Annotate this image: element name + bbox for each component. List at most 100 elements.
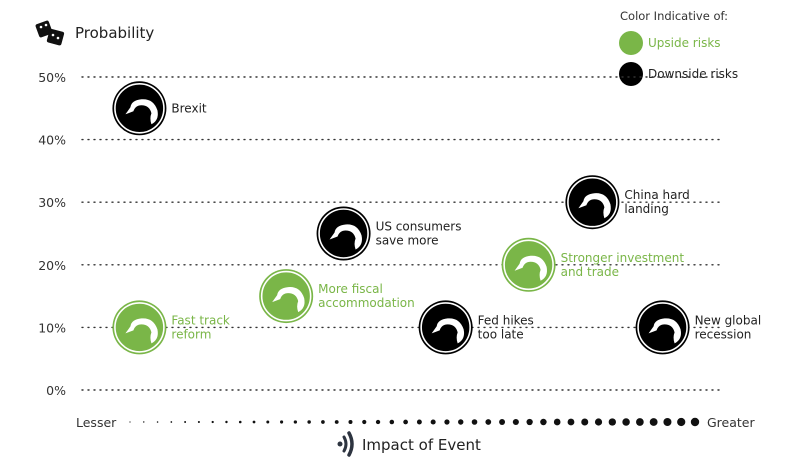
point-marker-ring xyxy=(567,176,618,228)
impact-dot xyxy=(581,418,589,426)
x-axis-left-label: Lesser xyxy=(76,415,117,430)
point-marker xyxy=(565,175,620,230)
impact-dot xyxy=(608,418,616,426)
impact-dot xyxy=(334,420,339,424)
impact-dot xyxy=(156,421,159,423)
impact-dot xyxy=(225,420,228,424)
black-swan-icon xyxy=(648,318,681,344)
black-swan-icon xyxy=(272,287,305,313)
point-marker xyxy=(112,300,167,355)
point-label: save more xyxy=(376,234,439,248)
point-label: accommodation xyxy=(318,296,415,310)
impact-dot xyxy=(252,420,256,424)
y-tick-label: 50% xyxy=(38,70,66,85)
impact-dot xyxy=(553,418,561,426)
impact-dot xyxy=(540,418,547,426)
black-swan-icon xyxy=(125,318,158,344)
legend-swatch xyxy=(619,31,643,55)
legend-label: Downside risks xyxy=(648,67,738,81)
point-marker-ring xyxy=(114,302,165,353)
impact-dot xyxy=(307,420,311,424)
point-marker xyxy=(635,300,690,355)
impact-dot xyxy=(526,418,533,426)
x-axis-right-label: Greater xyxy=(707,415,755,430)
impact-dot xyxy=(170,421,173,423)
point-label: US consumers xyxy=(376,220,462,234)
impact-dot xyxy=(594,418,603,426)
dice-icon xyxy=(35,20,65,46)
impact-dot xyxy=(184,421,187,423)
impact-dot xyxy=(280,420,284,424)
point-label: Stronger investment xyxy=(561,251,685,265)
legend-swatch xyxy=(619,62,643,86)
legend-label: Upside risks xyxy=(648,36,721,50)
point-marker-ring xyxy=(420,302,471,353)
impact-dot xyxy=(677,417,686,427)
impact-dot xyxy=(636,418,644,426)
impact-dot xyxy=(293,420,298,424)
point-label: China hard xyxy=(624,188,689,202)
impact-dot xyxy=(430,419,436,425)
black-swan-icon xyxy=(431,318,465,344)
legend-title: Color Indicative of: xyxy=(620,9,728,23)
point-label: and trade xyxy=(561,265,619,279)
impact-dot xyxy=(458,419,464,425)
point-label: Brexit xyxy=(171,101,207,115)
impact-dot xyxy=(649,418,658,426)
impact-dot xyxy=(416,419,422,425)
y-tick-label: 40% xyxy=(38,133,66,148)
impact-dot xyxy=(499,419,506,425)
y-tick-label: 0% xyxy=(46,383,66,398)
impact-dot xyxy=(663,417,672,427)
black-swan-icon xyxy=(329,224,362,250)
impact-dot xyxy=(375,419,381,425)
impact-dot xyxy=(321,420,325,424)
impact-dot xyxy=(622,418,630,426)
point-label: landing xyxy=(624,202,668,216)
x-axis-title: Impact of Event xyxy=(362,436,481,454)
y-tick-label: 30% xyxy=(38,195,66,210)
impact-dot xyxy=(143,421,145,423)
black-swan-icon xyxy=(125,99,158,125)
point-marker xyxy=(501,237,556,292)
point-marker-ring xyxy=(318,208,369,259)
point-label: Fast track xyxy=(171,313,230,327)
point-label: More fiscal xyxy=(318,282,383,296)
point-label: Fed hikes xyxy=(478,313,534,327)
risk-point[interactable]: Brexit xyxy=(112,81,207,136)
point-marker xyxy=(112,81,167,136)
point-marker-ring xyxy=(114,83,165,134)
impact-dot xyxy=(389,419,395,425)
point-marker xyxy=(259,269,314,324)
impact-dot xyxy=(471,419,478,425)
y-tick-label: 10% xyxy=(38,320,66,335)
impact-dot xyxy=(567,418,575,426)
impact-dot xyxy=(211,420,214,424)
point-label: reform xyxy=(171,327,211,341)
sound-waves-icon xyxy=(337,431,354,457)
impact-dot xyxy=(512,418,519,426)
impact-dot xyxy=(197,420,200,424)
y-axis-title: Probability xyxy=(75,24,154,42)
point-marker-ring xyxy=(637,302,688,353)
impact-dot xyxy=(266,420,270,424)
impact-gradient-dots xyxy=(129,417,700,427)
point-marker xyxy=(418,300,473,355)
point-label: New global xyxy=(695,313,762,327)
impact-dot xyxy=(238,420,242,424)
y-tick-label: 20% xyxy=(38,258,66,273)
impact-dot xyxy=(403,419,408,425)
impact-dot xyxy=(444,419,450,425)
impact-dot xyxy=(485,419,492,425)
point-marker-ring xyxy=(503,239,554,291)
point-label: recession xyxy=(695,327,752,341)
impact-dot xyxy=(348,419,353,425)
